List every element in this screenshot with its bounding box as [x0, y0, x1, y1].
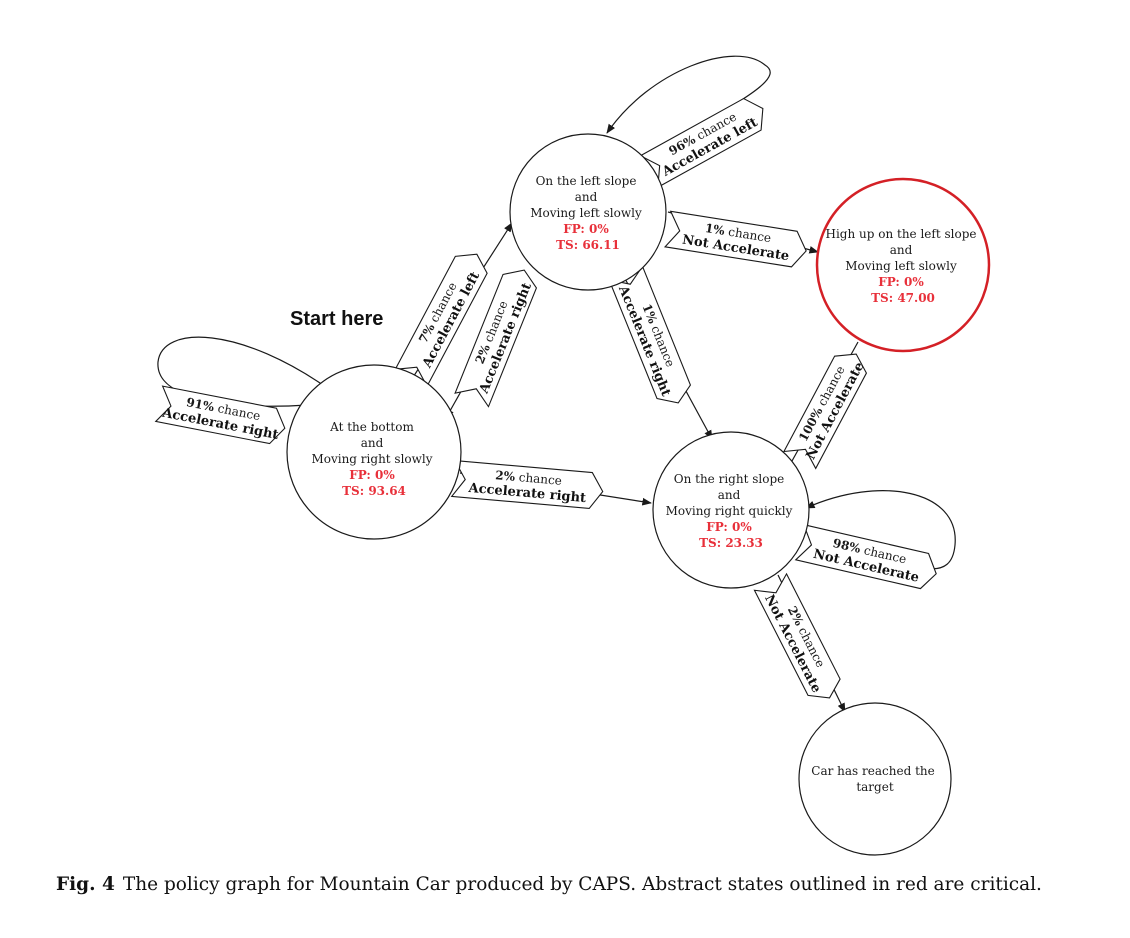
state-circle: [652, 431, 810, 589]
svg-text:On the left slope and: On the left slope and Moving left slowly…: [530, 172, 645, 252]
caption-text: The policy graph for Mountain Car produc…: [122, 874, 1042, 895]
state-fp: FP: 0%: [706, 520, 752, 534]
svg-text:On the right slope and: On the right slope and Moving right quic…: [666, 470, 797, 550]
state-line: target: [856, 780, 893, 794]
label-flag: [450, 459, 604, 509]
state-line: and: [361, 436, 384, 450]
label-flag: [154, 385, 286, 445]
state-line: On the right slope: [674, 472, 784, 486]
state-bottom: At the bottom and Moving right slowly FP…: [286, 364, 462, 540]
state-ts: TS: 66.11: [556, 238, 620, 252]
state-circle: [509, 133, 667, 291]
label-flag: [753, 572, 841, 699]
label-chance-word: chance: [514, 470, 562, 488]
state-line: and: [890, 243, 913, 257]
label-flag: [782, 353, 868, 470]
state-line: Moving right slowly: [311, 452, 432, 466]
state-line: On the left slope: [536, 174, 637, 188]
state-circle-critical: [815, 177, 991, 353]
state-line: Moving left slowly: [845, 259, 957, 273]
state-right-slope: On the right slope and Moving right quic…: [652, 431, 810, 589]
state-ts: TS: 93.64: [342, 484, 406, 498]
state-fp: FP: 0%: [563, 222, 609, 236]
label-percent: 2%: [495, 468, 516, 484]
label-flag: [394, 253, 488, 388]
label-flag: [794, 523, 937, 590]
state-high-left-slope: High up on the left slope and Moving lef…: [815, 177, 991, 353]
state-line: Moving right quickly: [666, 504, 793, 518]
state-fp: FP: 0%: [878, 275, 924, 289]
label-flag: [454, 269, 538, 408]
state-line: Moving left slowly: [530, 206, 642, 220]
state-left-slope: On the left slope and Moving left slowly…: [509, 133, 667, 291]
svg-text:High up on the left slope: High up on the left slope and Moving lef…: [825, 225, 980, 305]
caption-fig-number: Fig. 4: [56, 874, 115, 895]
state-ts: TS: 47.00: [871, 291, 935, 305]
label-flag: [608, 265, 692, 404]
label-percent: 91%: [185, 395, 216, 414]
state-target: Car has reached the target: [798, 702, 952, 856]
figure-caption: Fig. 4 The policy graph for Mountain Car …: [56, 872, 1096, 898]
state-ts: TS: 23.33: [699, 536, 763, 550]
label-percent: 1%: [704, 221, 726, 238]
state-line: and: [718, 488, 741, 502]
state-circle: [798, 702, 952, 856]
label-flag: [663, 210, 807, 268]
label-flag: [639, 97, 764, 189]
start-here-label: Start here: [290, 308, 383, 330]
state-line: and: [575, 190, 598, 204]
state-line: High up on the left slope: [825, 227, 976, 241]
svg-text:Car has reached the targ: Car has reached the target: [811, 762, 938, 794]
state-fp: FP: 0%: [349, 468, 395, 482]
state-line: At the bottom: [329, 420, 414, 434]
state-circle: [286, 364, 462, 540]
state-line: Car has reached the: [811, 764, 934, 778]
svg-text:At the bottom and: At the bottom and Moving right slowly FP…: [311, 418, 436, 498]
label-percent: 98%: [831, 536, 862, 556]
label-probability: 2% chance: [495, 468, 563, 488]
